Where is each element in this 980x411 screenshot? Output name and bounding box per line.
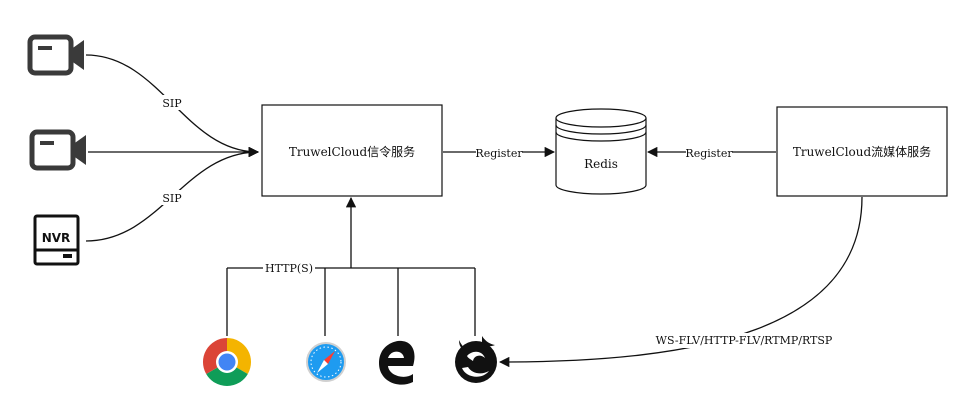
redis-database-node: Redis <box>555 108 647 195</box>
nvr-icon-label: NVR <box>42 231 71 245</box>
sip-top-label-bg <box>161 95 183 110</box>
http-label: HTTP(S) <box>265 262 313 275</box>
camera-icon <box>27 34 84 76</box>
signaling-service-label: TruwelCloud信令服务 <box>289 144 415 159</box>
register-right-label-bg <box>686 145 732 160</box>
stream-label-bg <box>650 333 838 348</box>
edge-icon <box>379 340 415 385</box>
media-service-node: TruwelCloud流媒体服务 <box>776 106 948 197</box>
register-right-label: Register <box>685 147 733 160</box>
redis-label: Redis <box>584 157 618 171</box>
sip-top-label: SIP <box>162 97 182 110</box>
sip-bottom-label: SIP <box>162 192 182 205</box>
signaling-service-node: TruwelCloud信令服务 <box>261 104 443 197</box>
http-label-bg <box>263 261 315 276</box>
media-service-label: TruwelCloud流媒体服务 <box>793 144 931 159</box>
stream-label: WS-FLV/HTTP-FLV/RTMP/RTSP <box>656 334 833 347</box>
camera-icon <box>29 129 86 171</box>
chrome-icon <box>202 338 252 387</box>
safari-icon <box>306 342 346 382</box>
sip-bottom-label-bg <box>161 190 183 205</box>
register-left-label-bg <box>476 145 522 160</box>
register-left-label: Register <box>475 147 523 160</box>
firefox-icon <box>455 336 497 383</box>
edge-media-to-firefox <box>498 196 863 368</box>
nvr-icon: NVR <box>33 214 80 266</box>
